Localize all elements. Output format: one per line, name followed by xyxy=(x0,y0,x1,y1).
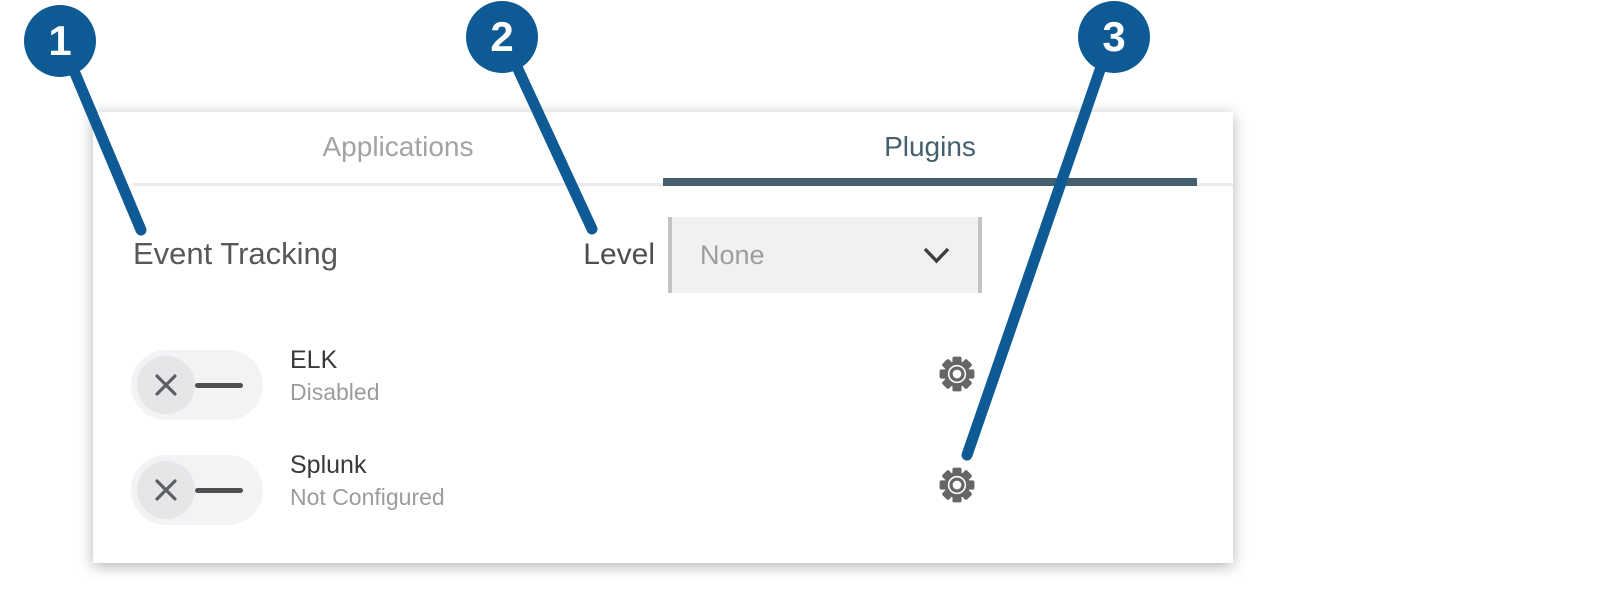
splunk-settings-gear[interactable] xyxy=(935,463,979,507)
plugin-status: Disabled xyxy=(290,379,380,405)
callout-badge-3: 3 xyxy=(1078,1,1150,73)
toggle-knob xyxy=(137,356,195,414)
elk-settings-gear[interactable] xyxy=(935,352,979,396)
level-select[interactable]: None xyxy=(668,217,982,293)
chevron-down-icon xyxy=(923,247,950,263)
callout-number: 2 xyxy=(490,13,514,60)
tab-applications[interactable]: Applications xyxy=(133,112,663,182)
callout-number: 1 xyxy=(48,17,72,64)
callout-badge-2: 2 xyxy=(466,1,538,73)
tab-plugins-label: Plugins xyxy=(884,131,976,162)
plugin-name: ELK xyxy=(290,346,338,374)
x-mark-icon xyxy=(155,374,177,396)
event-tracking-panel: Applications Plugins Event Tracking Leve… xyxy=(93,112,1233,563)
splunk-row: Splunk Not Configured xyxy=(290,448,445,513)
gear-icon xyxy=(939,467,975,503)
active-tab-indicator xyxy=(663,178,1197,186)
level-select-value: None xyxy=(700,239,765,270)
level-label: Level xyxy=(583,238,655,271)
tab-applications-label: Applications xyxy=(322,131,474,162)
callout-number: 3 xyxy=(1102,13,1126,60)
toggle-track-dash xyxy=(195,488,243,493)
gear-icon xyxy=(939,356,975,392)
x-mark-icon xyxy=(155,479,177,501)
toggle-knob xyxy=(137,461,195,519)
event-tracking-label: Event Tracking xyxy=(133,236,339,271)
plugin-status: Not Configured xyxy=(290,484,445,510)
callout-badge-1: 1 xyxy=(24,5,96,77)
tab-plugins[interactable]: Plugins xyxy=(663,112,1197,182)
elk-toggle[interactable] xyxy=(131,350,263,420)
toggle-track-dash xyxy=(195,383,243,388)
splunk-toggle[interactable] xyxy=(131,455,263,525)
plugin-name: Splunk xyxy=(290,451,367,479)
elk-row: ELK Disabled xyxy=(290,343,380,408)
